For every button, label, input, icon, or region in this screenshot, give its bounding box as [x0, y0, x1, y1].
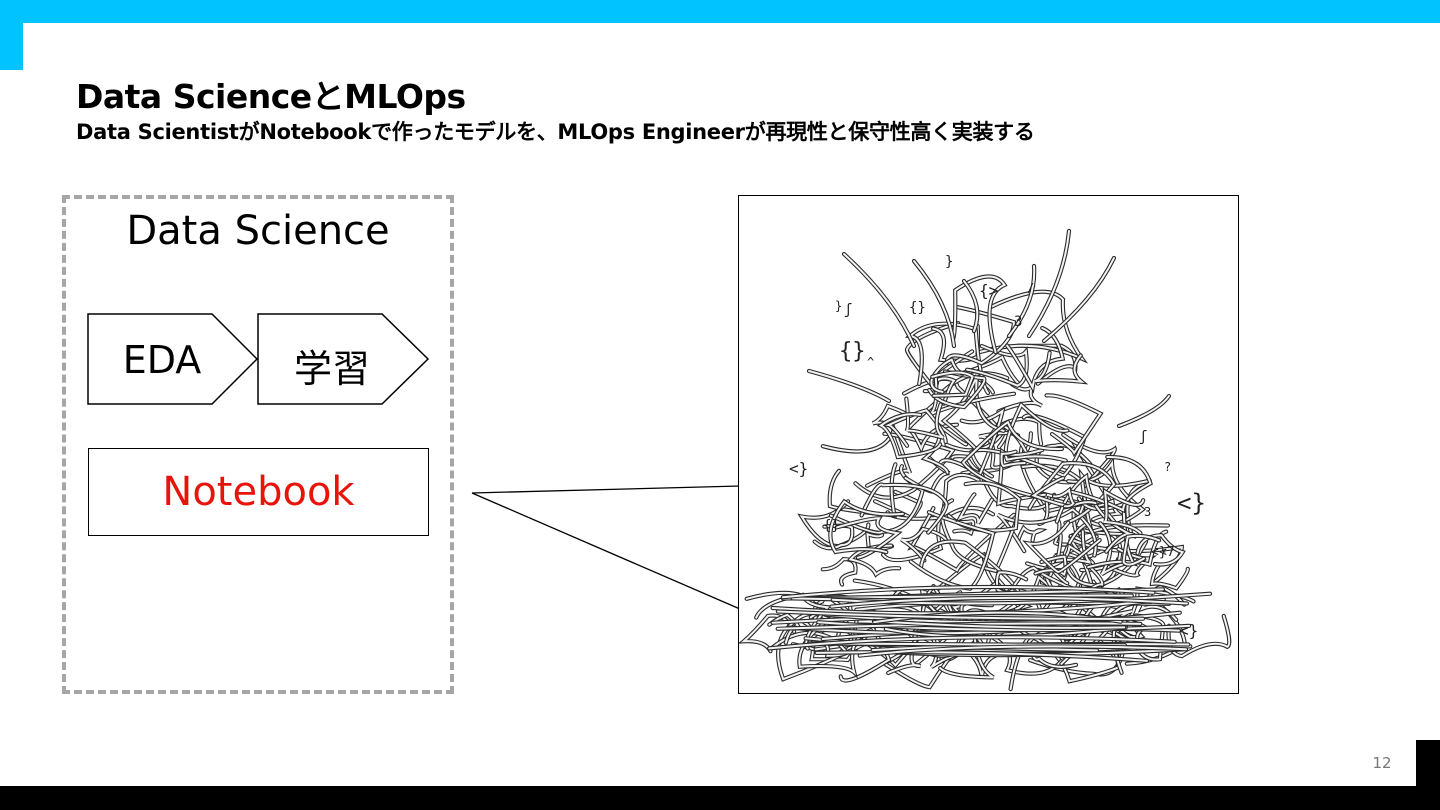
code-symbol: {}: [823, 518, 840, 534]
spaghetti-strand: [942, 374, 1005, 450]
code-symbol: ʃ: [1139, 429, 1147, 445]
spaghetti-strand: [1104, 548, 1154, 577]
spaghetti-strand-outline: [1041, 255, 1117, 344]
spaghetti-strand: [1021, 433, 1116, 487]
spaghetti-heap: [739, 228, 1232, 692]
spaghetti-strand: [900, 527, 949, 562]
training-step-label: 学習: [293, 347, 370, 391]
spaghetti-strand: [978, 290, 1085, 361]
spaghetti-strand: [1034, 351, 1085, 384]
spaghetti-strand: [1150, 563, 1189, 590]
notebook-box: Notebook: [88, 448, 429, 536]
code-symbol: }: [835, 299, 842, 313]
spaghetti-strand: [843, 253, 915, 347]
spaghetti-strand: [1103, 489, 1145, 535]
spaghetti-strand: [905, 397, 944, 439]
spaghetti-strand: [819, 638, 849, 657]
code-symbol: 3: [1014, 314, 1022, 330]
spaghetti-strand: [913, 260, 955, 347]
spaghetti-strand: [799, 500, 870, 548]
spaghetti-strand: [945, 306, 1015, 365]
spaghetti-strand: [909, 511, 995, 590]
slide-subtitle: Data ScientistがNotebookで作ったモデルを、MLOps En…: [76, 120, 1035, 144]
spaghetti-strand-outline: [841, 251, 917, 349]
spaghetti-strand: [1122, 534, 1161, 566]
spaghetti-code-illustration: {}{}{><}<}{}<}<}<7}}/33?^ʃʃ: [739, 228, 1232, 692]
spaghetti-strand: [952, 275, 1006, 354]
spaghetti-strand: [906, 322, 1009, 397]
spaghetti-strand: [781, 585, 1155, 599]
spaghetti-strand: [963, 280, 979, 332]
spaghetti-strand: [931, 371, 974, 397]
spaghetti-strand-outline: [806, 368, 892, 404]
spaghetti-strand: [874, 490, 922, 520]
spaghetti-strand: [997, 508, 1097, 557]
code-symbol: /: [1027, 281, 1034, 295]
code-symbol: <}: [1179, 621, 1198, 640]
spaghetti-strand: [938, 408, 1005, 476]
spaghetti-strand: [755, 593, 830, 650]
spaghetti-strand: [1008, 265, 1036, 337]
spaghetti-strand: [860, 483, 948, 534]
spaghetti-strand: [808, 370, 890, 402]
code-symbol: {}: [909, 300, 926, 316]
spaghetti-strand: [768, 636, 1176, 650]
code-symbol: <}: [789, 459, 808, 478]
spaghetti-strand: [878, 413, 942, 459]
spaghetti-strand: [922, 421, 968, 474]
code-symbol: 3: [1144, 505, 1151, 519]
spaghetti-strand: [1043, 257, 1115, 342]
spaghetti-strand: [928, 350, 1015, 416]
spaghetti-strand: [872, 620, 1126, 629]
notebook-label: Notebook: [162, 469, 355, 515]
spaghetti-strand: [776, 610, 1144, 620]
code-symbol: <}: [1151, 545, 1167, 560]
spaghetti-strand: [815, 651, 1148, 662]
spaghetti-strand: [858, 645, 1187, 657]
spaghetti-strand: [1017, 526, 1045, 543]
top-accent-bar: [0, 0, 1440, 23]
spaghetti-strand: [1028, 230, 1070, 337]
spaghetti-strand: [951, 455, 979, 475]
spaghetti-strand: [1031, 477, 1097, 508]
page-number: 12: [1372, 754, 1392, 772]
spaghetti-strand-outline: [1116, 393, 1172, 429]
spaghetti-strand: [1006, 327, 1064, 391]
top-left-accent-tab: [0, 0, 23, 70]
code-symbol: <}: [1177, 489, 1206, 517]
eda-step-label: EDA: [122, 338, 202, 382]
spaghetti-strand: [1060, 610, 1133, 674]
slide-title: Data ScienceとMLOps: [76, 77, 466, 116]
spaghetti-strand: [1045, 394, 1102, 455]
code-symbol: {}: [839, 339, 866, 364]
spaghetti-strand: [1050, 502, 1084, 546]
spaghetti-strand: [830, 596, 1188, 608]
spaghetti-strand: [854, 432, 955, 499]
data-science-frame: [62, 195, 454, 694]
bottom-right-tab: [1416, 740, 1440, 810]
spaghetti-strand: [1004, 403, 1069, 462]
code-symbol: <7: [1159, 545, 1175, 560]
code-symbol: {>: [979, 281, 998, 300]
spaghetti-strand: [957, 493, 993, 524]
code-symbol: ?: [1164, 460, 1171, 474]
spaghetti-strand: [930, 358, 964, 393]
spaghetti-strand: [1025, 521, 1101, 573]
spaghetti-strand: [1070, 455, 1152, 512]
spaghetti-strand: [1063, 522, 1147, 587]
code-symbol: ʃ: [844, 302, 852, 318]
spaghetti-strand: [997, 383, 1043, 413]
code-symbol: ^: [867, 355, 874, 369]
spaghetti-strand: [1000, 450, 1026, 468]
spaghetti-strand: [1053, 488, 1075, 508]
data-science-label: Data Science: [126, 208, 390, 254]
code-symbol: }: [945, 254, 953, 270]
bottom-bar: [0, 786, 1440, 810]
spaghetti-strand: [1136, 534, 1185, 566]
spaghetti-strand: [1118, 395, 1170, 427]
spaghetti-strand: [829, 500, 904, 554]
